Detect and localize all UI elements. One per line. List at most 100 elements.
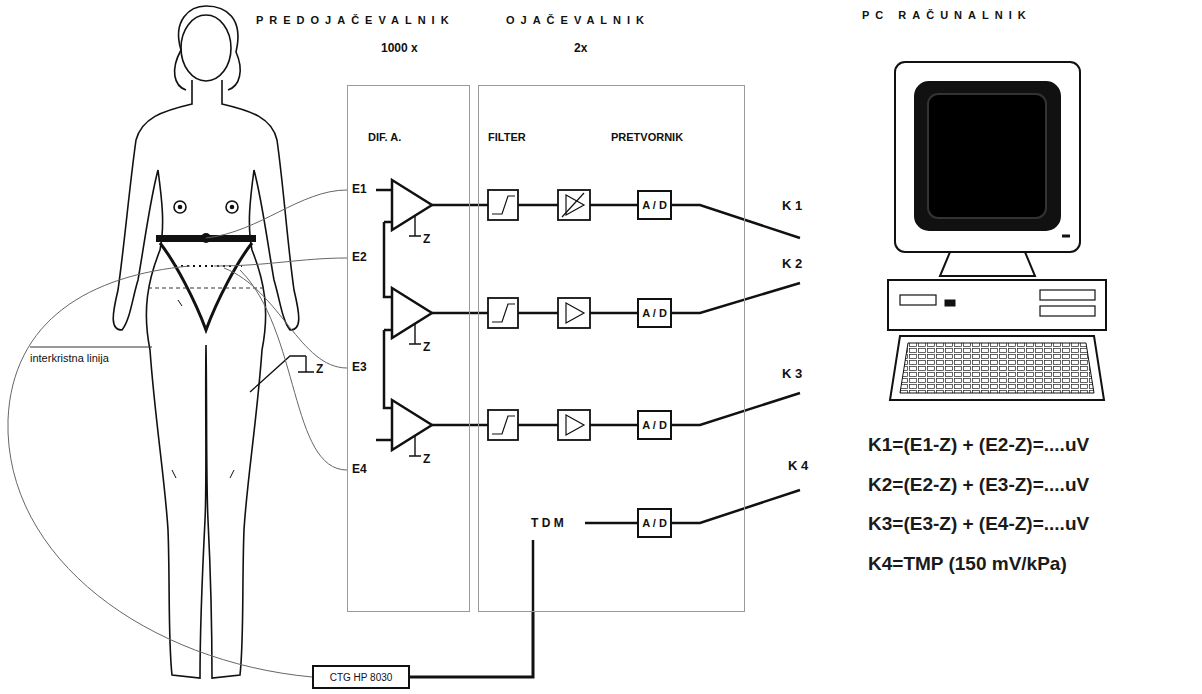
panel-text: OJAČEVALNIK xyxy=(506,14,650,26)
woman-figure-circle xyxy=(226,201,238,213)
woman-figure-path xyxy=(172,300,234,478)
preamplifier-panel: PREDOJAČEVALNIK1000 xDIF. A. xyxy=(347,85,470,612)
pc-computer-path xyxy=(890,336,1104,400)
pc-computer-rect xyxy=(928,94,1046,218)
diff-amplifiers-path xyxy=(392,180,432,230)
electrode-wires-path xyxy=(214,258,347,266)
ad-converter: A / D xyxy=(637,508,672,538)
pc-computer-rect xyxy=(1040,306,1095,316)
signal-wires-path xyxy=(671,490,800,523)
channel-formula: K1=(E1-Z) + (E2-Z)=....uV xyxy=(868,434,1089,456)
pc-computer xyxy=(888,62,1106,400)
input-wires xyxy=(376,190,392,440)
woman-figure xyxy=(113,6,299,678)
leader-line xyxy=(30,347,152,348)
channel-label: K 2 xyxy=(782,256,802,271)
electrode-label: E3 xyxy=(352,360,367,374)
signal-wires-path xyxy=(432,424,637,427)
electrode-label: E1 xyxy=(352,182,367,196)
box-label: A / D xyxy=(642,307,667,319)
ad-converter: A / D xyxy=(637,298,672,328)
signal-cable xyxy=(410,612,533,677)
filter-blocks-path xyxy=(492,196,515,434)
panel-text: 1000 x xyxy=(381,41,418,55)
ground-symbol-path xyxy=(250,356,314,392)
woman-figure-circle xyxy=(174,201,186,213)
signal-wires-path xyxy=(671,205,800,238)
ground-symbols xyxy=(409,216,421,456)
channel-label: K 3 xyxy=(782,366,802,381)
woman-figure-path xyxy=(160,243,252,330)
pc-computer-rect xyxy=(1040,290,1095,300)
ctg-monitor-box: CTG HP 8030 xyxy=(312,665,410,689)
channel-formula: K4=TMP (150 mV/kPa) xyxy=(868,553,1067,575)
pc-computer-rect xyxy=(895,62,1080,252)
signal-wires-path xyxy=(585,522,637,525)
electrode-wires-path xyxy=(8,266,312,677)
gain-blocks xyxy=(558,190,590,440)
ground-symbols-path xyxy=(409,216,421,456)
woman-figure-path xyxy=(113,80,299,678)
signal-wires-path xyxy=(432,312,637,315)
signal-wires-path xyxy=(432,204,637,207)
pc-computer-path xyxy=(900,343,1094,393)
electrode-wires xyxy=(8,190,347,677)
panel-text: PC RAČUNALNIK xyxy=(862,9,1032,21)
panel-text: PREDOJAČEVALNIK xyxy=(256,14,455,26)
signal-wires-path xyxy=(671,393,800,425)
panel-text: DIF. A. xyxy=(368,131,401,143)
panel-text: PRETVORNIK xyxy=(611,131,683,143)
channel-label: K 1 xyxy=(782,198,802,213)
channel-formula: K2=(E2-Z) + (E3-Z)=....uV xyxy=(868,474,1089,496)
channel-label: K 4 xyxy=(788,458,808,473)
ground-label: Z xyxy=(423,340,430,354)
woman-figure-path xyxy=(175,6,241,90)
box-label: A / D xyxy=(642,517,667,529)
ground-label: Z xyxy=(423,232,430,246)
filter-blocks-rect xyxy=(488,298,518,328)
filter-blocks-rect xyxy=(488,410,518,440)
electrode-wires-path xyxy=(206,190,347,238)
electrode-wires-path xyxy=(240,270,347,470)
pc-computer-rect xyxy=(900,295,936,305)
pc-computer-path xyxy=(1062,235,1070,238)
amplifier-panel: OJAČEVALNIK2xFILTERPRETVORNIKT D MA / DA… xyxy=(478,85,745,612)
pc-computer-rect xyxy=(888,280,1106,330)
signal-wires-path xyxy=(532,540,535,612)
diff-amplifiers-path xyxy=(392,400,432,450)
box-label: CTG HP 8030 xyxy=(330,672,393,683)
diff-amplifiers xyxy=(392,180,432,450)
ground-symbol xyxy=(250,356,314,392)
pc-computer-rect xyxy=(915,82,1060,230)
intercrest-line xyxy=(148,288,264,289)
gain-blocks-path xyxy=(562,193,584,217)
gain-blocks-path xyxy=(566,195,584,435)
ad-converter: A / D xyxy=(637,190,672,220)
anatomy-note: interkristna linija xyxy=(30,352,110,365)
pc-computer-path xyxy=(940,252,1035,276)
woman-figure-ellipse xyxy=(181,15,231,81)
woman-figure-circle xyxy=(231,206,234,209)
electrode-wires-path xyxy=(224,268,347,368)
ground-label: Z xyxy=(423,452,430,466)
panel-text: T D M xyxy=(531,516,564,530)
filter-blocks-rect xyxy=(488,190,518,220)
box-label: A / D xyxy=(642,199,667,211)
woman-figure-circle xyxy=(179,206,182,209)
filter-blocks xyxy=(488,190,518,440)
panel-text: FILTER xyxy=(488,131,526,143)
pc-computer-rect xyxy=(945,300,955,306)
electrode-label: E2 xyxy=(352,250,367,264)
signal-wires-path xyxy=(671,283,800,313)
input-wires-path xyxy=(376,190,392,440)
electrode-label: E4 xyxy=(352,462,367,476)
panel-text: 2x xyxy=(574,41,587,55)
box-label: A / D xyxy=(642,419,667,431)
ground-label: Z xyxy=(316,362,323,376)
channel-formula: K3=(E3-Z) + (E4-Z)=....uV xyxy=(868,513,1089,535)
ad-converter: A / D xyxy=(637,410,672,440)
pc-heading: PC RAČUNALNIK xyxy=(858,0,1108,34)
